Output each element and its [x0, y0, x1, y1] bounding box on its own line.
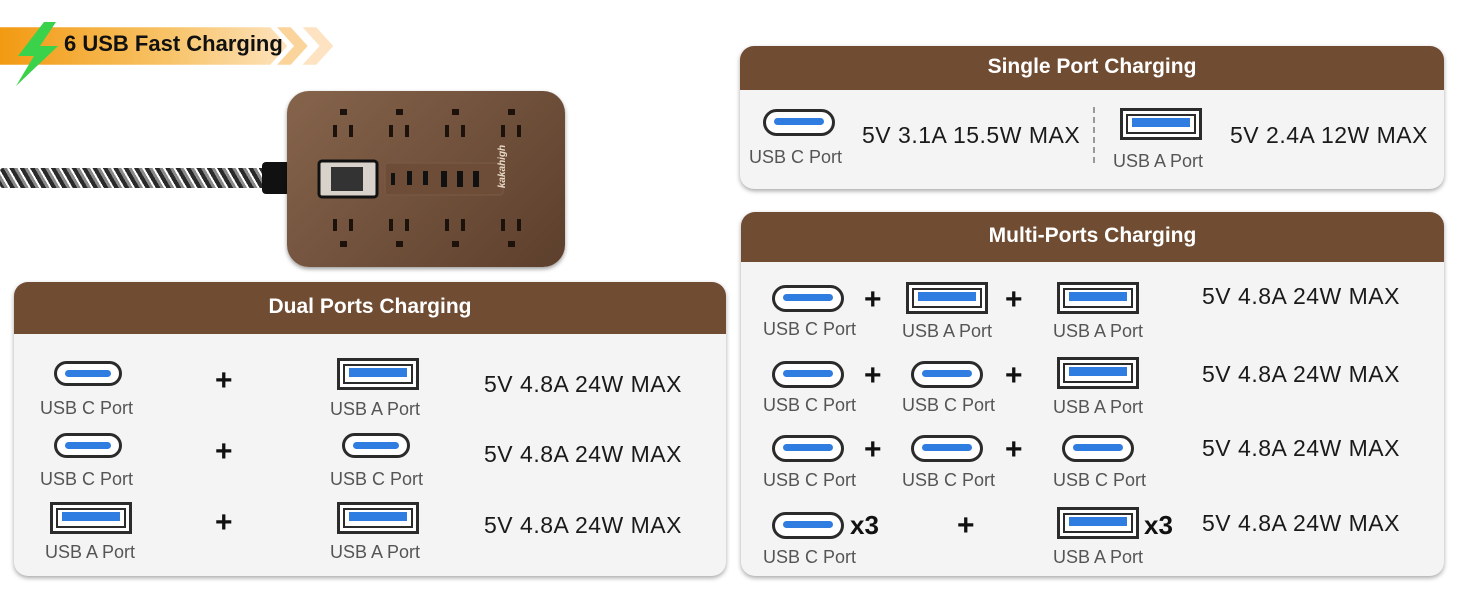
charging-spec: 5V 4.8A 24W MAX [484, 512, 682, 538]
usb-c-port-icon [54, 433, 122, 458]
usb-a-port-icon [906, 282, 988, 314]
multi-ports-panel: Multi-Ports Charging [741, 212, 1444, 576]
port-label: USB A Port [330, 399, 421, 419]
charging-spec: 5V 4.8A 24W MAX [484, 371, 682, 397]
port-label: USB A Port [1053, 321, 1144, 341]
port-label: USB A Port [330, 542, 421, 562]
usb-a-port-icon [1120, 108, 1202, 140]
plus-sign: + [957, 509, 975, 542]
port-label: USB C Port [902, 470, 996, 490]
plus-sign: + [215, 435, 233, 468]
usb-c-port-icon [1062, 435, 1134, 462]
power-strip: kakahigh [287, 91, 565, 267]
port-label: USB A Port [1053, 547, 1144, 567]
plus-sign: + [864, 433, 882, 466]
multiplier: x3 [850, 510, 879, 540]
port-label: USB A Port [1113, 151, 1204, 171]
port-label: USB C Port [763, 319, 857, 339]
port-label: USB C Port [40, 398, 134, 418]
port-label: USB A Port [45, 542, 136, 562]
plus-sign: + [1005, 433, 1023, 466]
port-label: USB C Port [330, 469, 424, 489]
port-label: USB C Port [763, 547, 857, 567]
brand-logo: kakahigh [497, 144, 509, 189]
usb-c-port-icon [772, 435, 844, 462]
dual-ports-title: Dual Ports Charging [14, 282, 726, 334]
usb-c-port-icon [911, 435, 983, 462]
plus-sign: + [864, 359, 882, 392]
power-cable [0, 168, 268, 188]
port-label: USB C Port [1053, 470, 1147, 490]
plus-sign: + [864, 283, 882, 316]
charging-spec: 5V 4.8A 24W MAX [1202, 510, 1400, 536]
port-label: USB A Port [1053, 397, 1144, 417]
port-label: USB C Port [40, 469, 134, 489]
charging-spec: 5V 4.8A 24W MAX [1202, 361, 1400, 387]
charging-spec: 5V 3.1A 15.5W MAX [862, 122, 1081, 148]
single-port-title: Single Port Charging [740, 46, 1444, 90]
usb-a-port-icon [50, 502, 132, 534]
multi-ports-title: Multi-Ports Charging [741, 212, 1444, 262]
port-label: USB C Port [763, 470, 857, 490]
port-label: USB C Port [763, 395, 857, 415]
banner-title: 6 USB Fast Charging [64, 31, 283, 56]
plus-sign: + [215, 506, 233, 539]
plus-sign: + [1005, 283, 1023, 316]
usb-c-port-icon [763, 109, 835, 136]
charging-spec: 5V 4.8A 24W MAX [484, 441, 682, 467]
charging-spec: 5V 2.4A 12W MAX [1230, 122, 1428, 148]
usb-a-port-icon [337, 358, 419, 390]
multiplier: x3 [1144, 510, 1173, 540]
charging-spec: 5V 4.8A 24W MAX [1202, 435, 1400, 461]
port-label: USB A Port [902, 321, 993, 341]
port-label: USB C Port [749, 147, 843, 167]
usb-c-port-icon [54, 361, 122, 386]
charging-spec: 5V 4.8A 24W MAX [1202, 283, 1400, 309]
usb-a-port-icon [1057, 357, 1139, 389]
lightning-bolt-icon [16, 22, 58, 86]
outlet-row-top [317, 109, 521, 247]
usb-a-port-icon [337, 502, 419, 534]
usb-c-port-icon [772, 285, 844, 312]
usb-a-port-icon [1057, 282, 1139, 314]
fast-charging-banner [0, 27, 334, 65]
usb-c-port-icon [911, 361, 983, 388]
usb-c-port-icon [342, 433, 410, 458]
single-port-panel: Single Port Charging [740, 46, 1444, 189]
divider [1093, 107, 1095, 163]
plus-sign: + [1005, 359, 1023, 392]
usb-c-port-icon [772, 361, 844, 388]
usb-a-port-icon [1057, 507, 1139, 539]
plus-sign: + [215, 364, 233, 397]
port-label: USB C Port [902, 395, 996, 415]
usb-c-port-icon [772, 512, 844, 539]
